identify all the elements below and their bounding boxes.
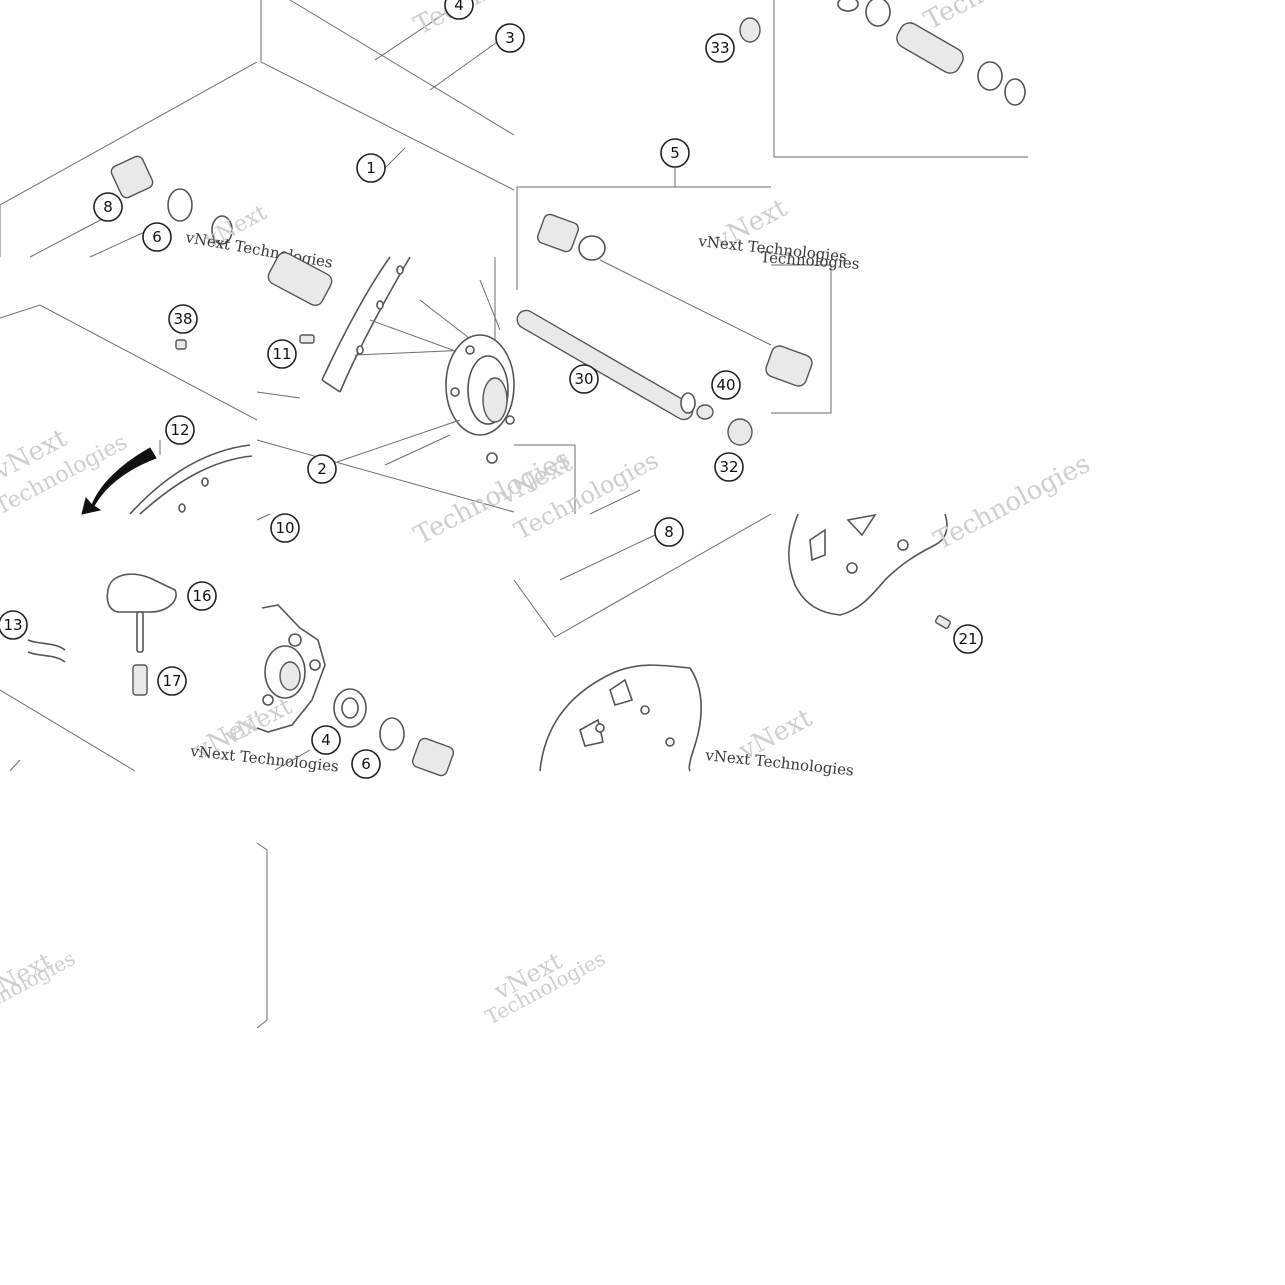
rim-part-2 xyxy=(321,256,391,381)
callout-6[interactable]: 6 xyxy=(142,222,172,252)
tile-12: Technologies xyxy=(788,449,1095,629)
callout-11[interactable]: 11 xyxy=(267,339,297,369)
callout-33[interactable]: 33 xyxy=(705,33,735,63)
svg-text:2: 2 xyxy=(317,460,327,478)
tile-14: vNext Technologies xyxy=(481,946,609,1029)
valve-cap-part-38 xyxy=(175,339,187,350)
svg-text:10: 10 xyxy=(275,519,294,537)
nut-part-33 xyxy=(739,17,761,43)
rim-lock-part-16 xyxy=(106,573,177,613)
nut-part-32 xyxy=(727,418,753,446)
svg-text:5: 5 xyxy=(670,144,680,162)
callout-8b[interactable]: 8 xyxy=(654,517,684,547)
svg-text:30: 30 xyxy=(574,370,593,388)
bolt-part-21 xyxy=(934,615,952,629)
callout-1[interactable]: 1 xyxy=(356,153,386,183)
svg-text:12: 12 xyxy=(170,421,189,439)
callout-8[interactable]: 8 xyxy=(93,192,123,222)
tile-2: Technologies xyxy=(260,0,575,191)
svg-text:13: 13 xyxy=(3,616,22,634)
seal-part-6b xyxy=(379,717,405,751)
svg-text:40: 40 xyxy=(716,376,735,394)
callout-40[interactable]: 40 xyxy=(711,370,741,400)
svg-text:6: 6 xyxy=(152,228,162,246)
direction-arrow xyxy=(81,447,157,515)
tile-4: Technologies xyxy=(773,0,1085,158)
svg-text:6: 6 xyxy=(361,755,371,773)
svg-text:17: 17 xyxy=(162,672,181,690)
spacer-part-8 xyxy=(110,155,154,199)
tile-5: vNext Technologies xyxy=(0,304,258,520)
svg-text:8: 8 xyxy=(664,523,674,541)
svg-text:33: 33 xyxy=(710,39,729,57)
callout-16[interactable]: 16 xyxy=(187,581,217,611)
callout-17[interactable]: 17 xyxy=(157,666,187,696)
svg-text:4: 4 xyxy=(321,731,331,749)
svg-text:vNext: vNext xyxy=(219,692,297,751)
brake-disc-part-21-area xyxy=(788,513,948,616)
svg-text:8: 8 xyxy=(103,198,113,216)
svg-text:16: 16 xyxy=(192,587,211,605)
callout-12[interactable]: 12 xyxy=(165,415,195,445)
tire-liner-part-13 xyxy=(27,639,66,651)
seal-part-6 xyxy=(167,188,193,222)
callout-4b[interactable]: 4 xyxy=(311,725,341,755)
svg-text:4: 4 xyxy=(454,0,464,14)
callout-13[interactable]: 13 xyxy=(0,610,28,640)
callout-4[interactable]: 4 xyxy=(444,0,474,20)
svg-text:32: 32 xyxy=(719,458,738,476)
svg-text:1: 1 xyxy=(366,159,376,177)
brake-disc-part-20 xyxy=(539,664,702,772)
callout-5[interactable]: 5 xyxy=(660,138,690,168)
svg-text:3: 3 xyxy=(505,29,515,47)
tile-13: vNext Technologies xyxy=(0,759,268,1029)
svg-text:Technologies: Technologies xyxy=(929,449,1095,556)
callout-3[interactable]: 3 xyxy=(495,23,525,53)
tile-6: Technologies xyxy=(256,252,575,551)
bolt-part-11 xyxy=(299,334,315,344)
svg-text:Technologies: Technologies xyxy=(919,0,1085,36)
svg-text:vNext Technologies: vNext Technologies xyxy=(704,746,855,780)
callout-38[interactable]: 38 xyxy=(168,304,198,334)
callout-2[interactable]: 2 xyxy=(307,454,337,484)
svg-text:Technologies: Technologies xyxy=(409,0,575,41)
callout-6b[interactable]: 6 xyxy=(351,749,381,779)
tile-7: vNext Technologies Technologies xyxy=(493,248,860,545)
svg-text:11: 11 xyxy=(272,345,291,363)
callout-layer: 1 2 3 4 4 5 6 6 8 8 10 11 12 13 16 17 21… xyxy=(0,0,983,779)
callout-30[interactable]: 30 xyxy=(569,364,599,394)
callout-10[interactable]: 10 xyxy=(270,513,300,543)
svg-text:21: 21 xyxy=(958,630,977,648)
washer-part-40 xyxy=(696,404,714,420)
axle-part-30 xyxy=(516,309,694,421)
callout-21[interactable]: 21 xyxy=(953,624,983,654)
callout-32[interactable]: 32 xyxy=(714,452,744,482)
svg-text:38: 38 xyxy=(173,310,192,328)
nipple-part-17 xyxy=(132,664,148,696)
